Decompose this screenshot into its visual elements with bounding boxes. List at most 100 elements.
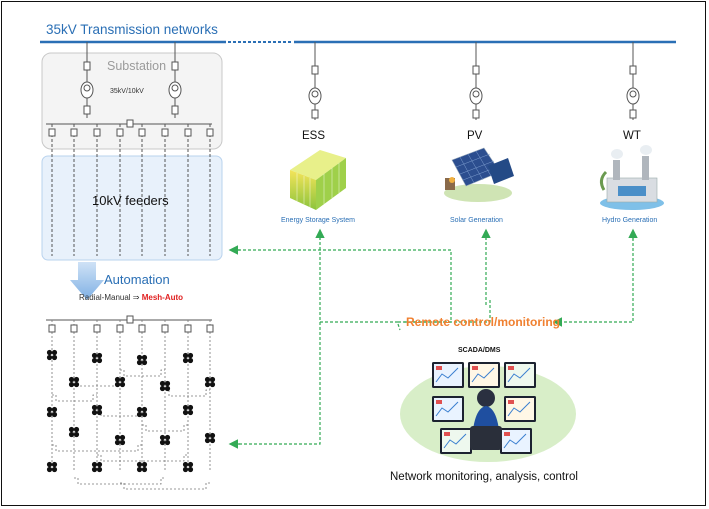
solar-panel-icon	[444, 147, 514, 202]
link-path	[232, 249, 452, 323]
mesh-breaker	[93, 324, 101, 333]
transformer-coil	[629, 90, 637, 98]
feeder-breaker	[184, 128, 192, 137]
tie-line	[120, 369, 165, 377]
tie-line	[142, 424, 188, 432]
mesh-switch	[204, 432, 216, 444]
down-arrow-icon	[70, 262, 104, 300]
mesh-switch	[159, 434, 171, 446]
transformer-coil	[472, 90, 480, 98]
pv-tag: PV	[467, 130, 483, 142]
monitor-widget	[472, 366, 478, 370]
pv-caption: Solar Generation	[450, 217, 503, 224]
mesh-breaker	[70, 324, 78, 333]
scada-caption: Network monitoring, analysis, control	[390, 471, 578, 483]
tie-line	[165, 389, 210, 397]
tie-line	[97, 454, 188, 462]
automation-title: Automation	[104, 272, 170, 287]
mesh-breaker	[206, 324, 214, 333]
der-branches	[308, 42, 640, 120]
monitor-graph	[507, 401, 531, 417]
monitor-widget	[444, 432, 450, 436]
feeder-breaker	[93, 128, 101, 137]
der-breaker	[629, 65, 637, 75]
mesh-switch	[91, 461, 103, 473]
link-path	[554, 232, 634, 323]
mesh-breaker	[48, 324, 56, 333]
transformer-coil	[311, 90, 319, 98]
feeders-label: 10kV feeders	[92, 193, 169, 208]
remote-control-label: Remote control/monitoring	[406, 315, 560, 329]
transformer-icon	[80, 42, 94, 118]
communication-links	[228, 228, 638, 449]
feeder-breaker	[48, 128, 56, 137]
mesh-breaker	[116, 324, 124, 333]
monitor-graph	[435, 401, 459, 417]
mesh-switch	[204, 376, 216, 388]
mesh-breaker	[138, 324, 146, 333]
mesh-switch	[114, 376, 126, 388]
mesh-switch	[114, 434, 126, 446]
link-path	[397, 323, 401, 331]
automation-mode-prefix: Radial-Manual ⇒	[79, 293, 142, 302]
mesh-switch	[182, 352, 194, 364]
monitor-graph	[435, 367, 459, 383]
tie-line	[97, 409, 142, 417]
tie-line	[52, 394, 97, 402]
mesh-switch	[136, 406, 148, 418]
der-breaker	[311, 65, 319, 75]
mesh-switch	[136, 461, 148, 473]
mesh-switch	[46, 461, 58, 473]
mesh-switch	[46, 406, 58, 418]
mesh-switch	[159, 380, 171, 392]
hydro-plant-icon	[599, 145, 664, 210]
mesh-breaker	[161, 324, 169, 333]
ess-tag: ESS	[302, 130, 326, 142]
monitor-widget	[436, 366, 442, 370]
ess-caption: Energy Storage System	[281, 217, 355, 224]
tie-line	[74, 477, 165, 485]
feeder-breaker	[161, 128, 169, 137]
feeder-breaker	[70, 128, 78, 137]
transformer-icon	[168, 42, 182, 118]
transformer-icon	[469, 87, 483, 105]
der-breaker	[472, 109, 480, 119]
scada-title: SCADA/DMS	[458, 347, 501, 354]
link-path	[232, 322, 321, 445]
transmission-bus-label: 35kV Transmission networks	[46, 22, 218, 37]
transformer-ratio-label: 35kV/10kV	[110, 88, 144, 95]
battery-storage-icon	[290, 150, 346, 210]
wt-tag: WT	[623, 130, 641, 142]
automation-mode: Radial-Manual ⇒ Mesh-Auto	[79, 293, 183, 302]
link-path	[404, 300, 491, 323]
link-path	[319, 232, 398, 323]
automation-mode-highlight: Mesh-Auto	[141, 293, 184, 302]
mesh-network	[46, 320, 216, 490]
monitor-graph	[507, 367, 531, 383]
monitor-graph	[503, 433, 527, 449]
transformer-icon	[308, 87, 322, 105]
monitor-widget	[436, 400, 442, 404]
transformer-icon	[626, 87, 640, 105]
monitor-widget	[508, 366, 514, 370]
monitor-widget	[504, 432, 510, 436]
mesh-switch	[182, 461, 194, 473]
feeder-lines-top	[48, 124, 214, 256]
der-breaker	[472, 65, 480, 75]
feeder-breaker	[138, 128, 146, 137]
wt-caption: Hydro Generation	[602, 217, 658, 224]
mesh-bus	[46, 315, 212, 324]
mesh-switch	[91, 352, 103, 364]
mesh-switch	[68, 426, 80, 438]
substation-label: Substation	[107, 59, 167, 73]
mesh-breaker	[184, 324, 192, 333]
mesh-switch	[91, 404, 103, 416]
mesh-switch	[136, 354, 148, 366]
feeder-breaker	[116, 128, 124, 137]
monitor-widget	[508, 400, 514, 404]
operator-workstation-icon	[400, 362, 576, 462]
tie-line	[74, 379, 120, 387]
feeder-breaker	[206, 128, 214, 137]
